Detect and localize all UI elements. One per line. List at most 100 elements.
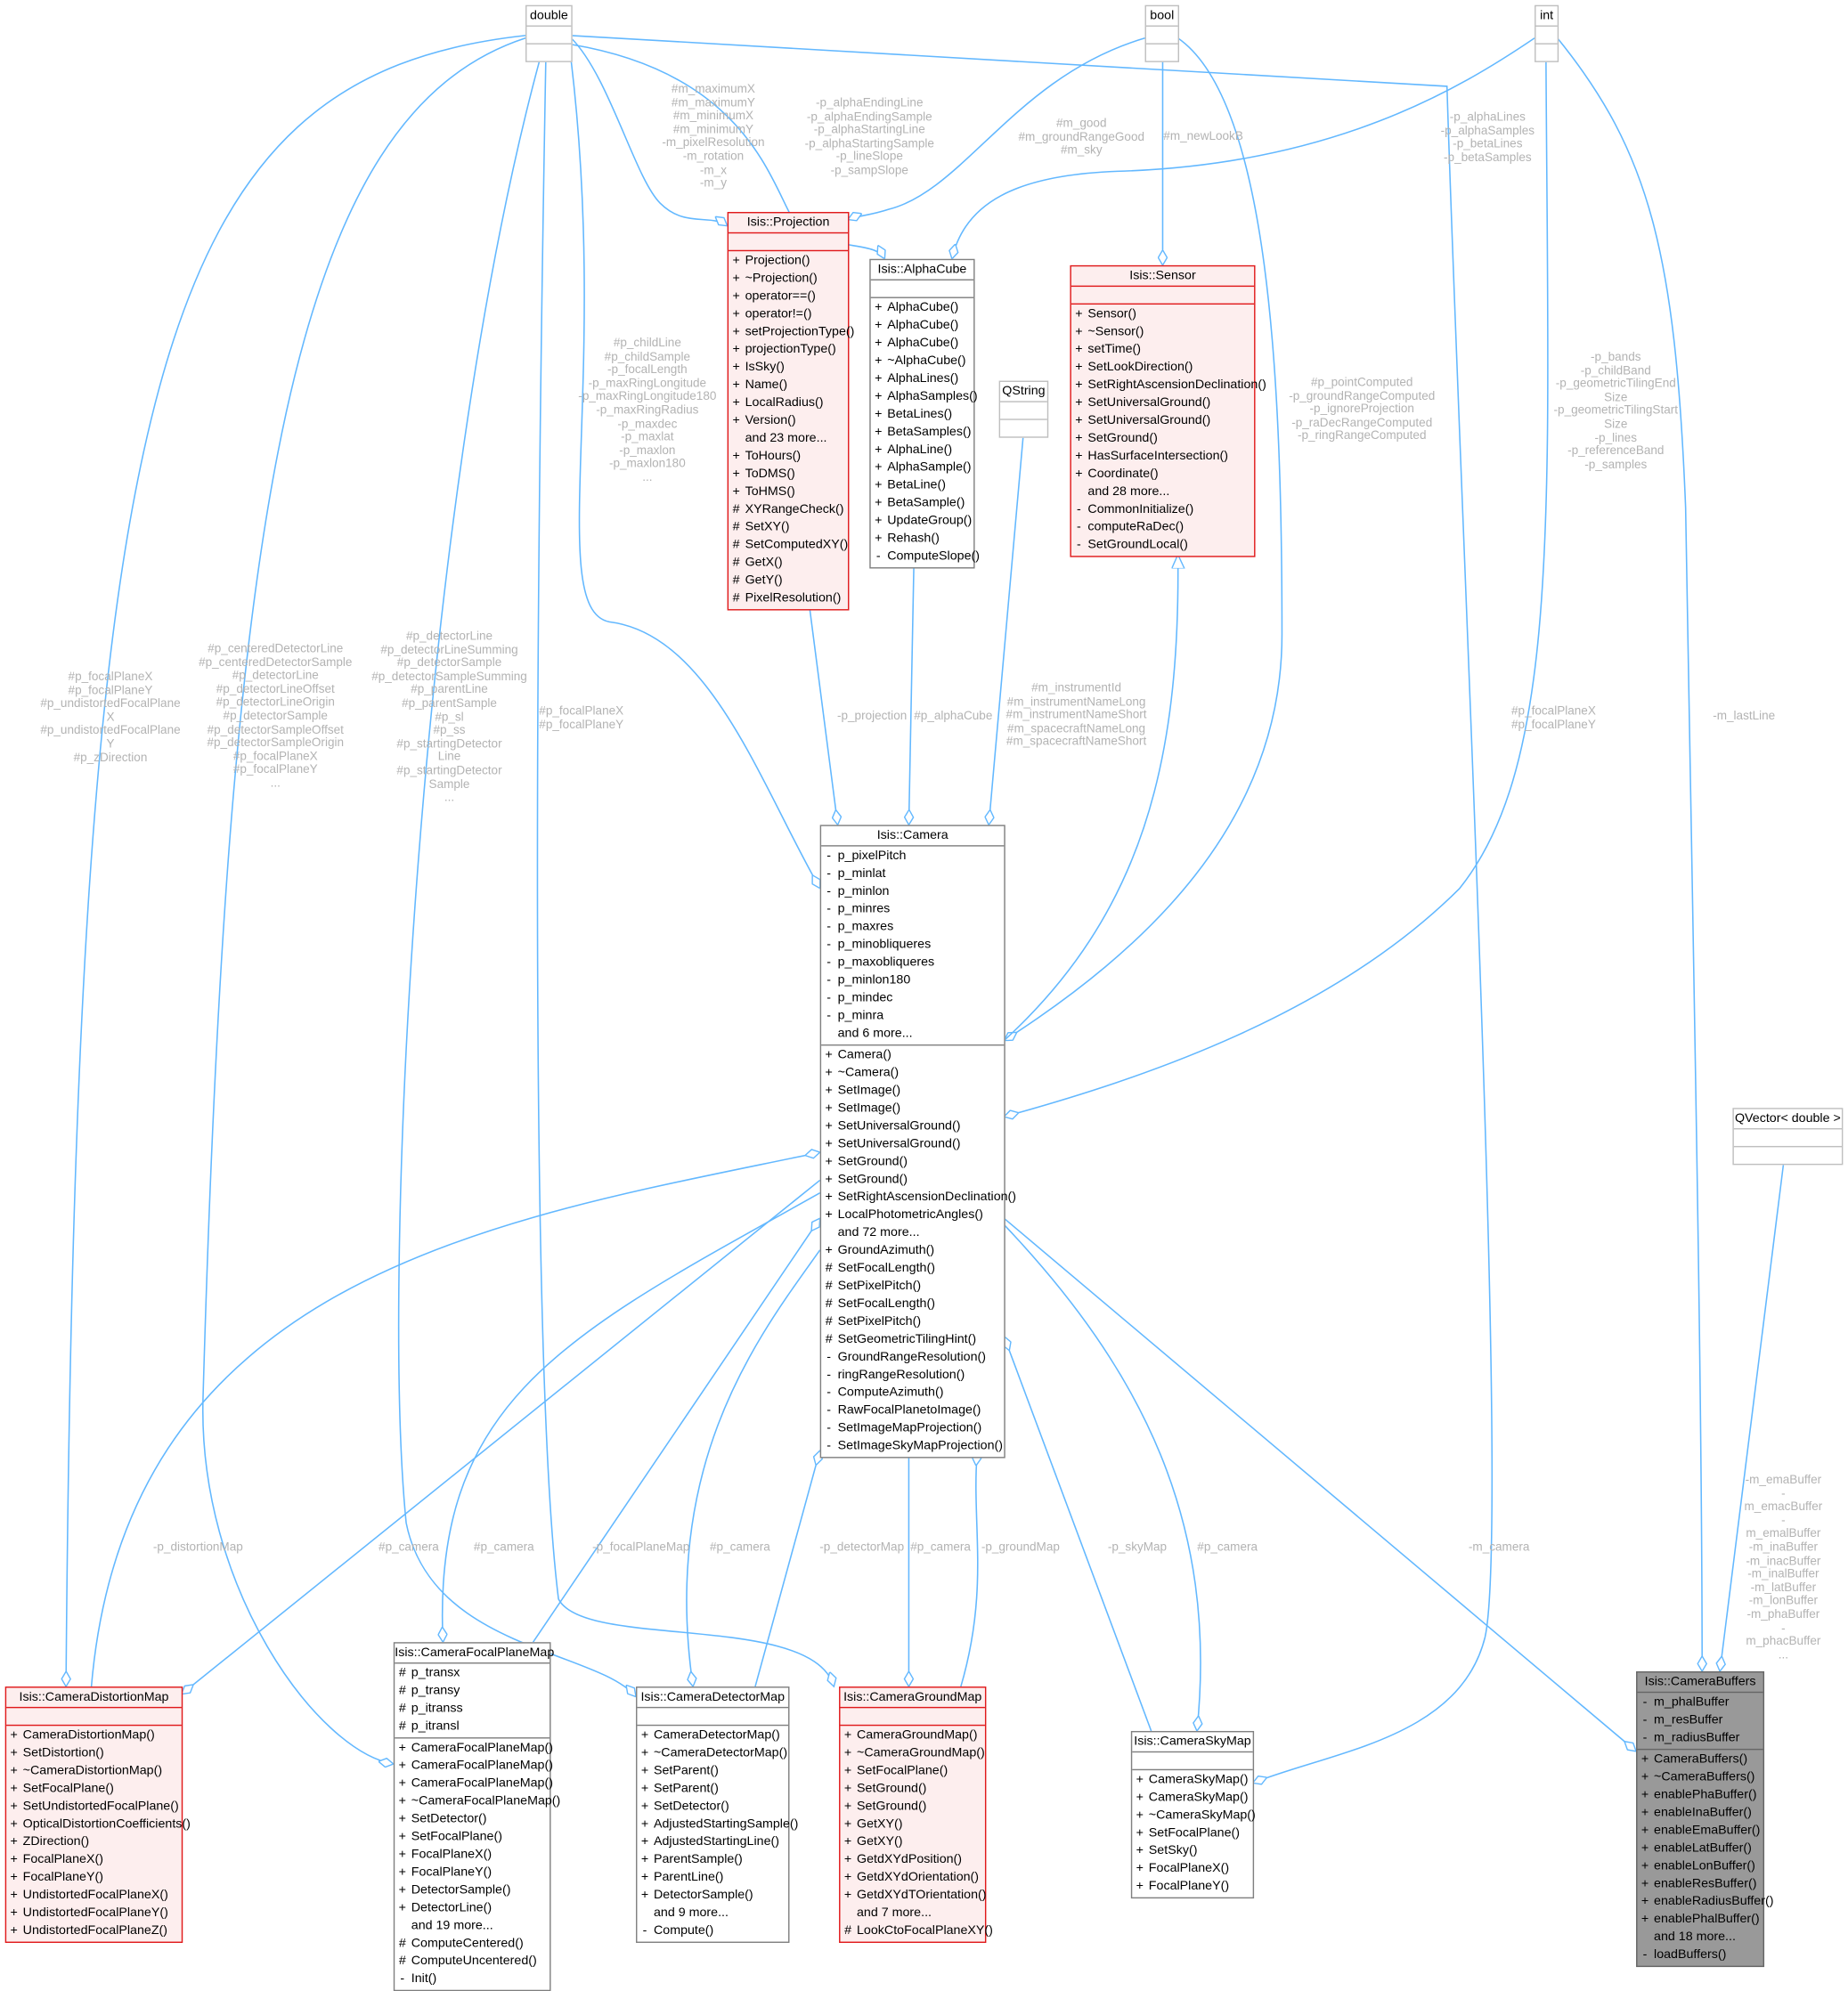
class-method[interactable]: +~Camera()	[821, 1065, 1004, 1083]
class-method[interactable]: +SetGround()	[821, 1154, 1004, 1172]
class-attribute[interactable]: -m_radiusBuffer	[1638, 1730, 1763, 1748]
class-method[interactable]: +SetImage()	[821, 1083, 1004, 1101]
class-method[interactable]: -Init()	[395, 1971, 550, 1988]
class-method[interactable]: -Compute()	[637, 1922, 788, 1940]
class-method[interactable]: -RawFocalPlanetoImage()	[821, 1402, 1004, 1420]
class-method[interactable]: #SetFocalLength()	[821, 1296, 1004, 1313]
class-method[interactable]: +SetDetector()	[395, 1811, 550, 1829]
class-method[interactable]: +Name()	[729, 377, 848, 394]
class-method[interactable]: +enableEmaBuffer()	[1638, 1823, 1763, 1841]
class-method[interactable]: +CameraFocalPlaneMap()	[395, 1758, 553, 1776]
class-method[interactable]: +AlphaLines()	[871, 370, 973, 388]
class-method[interactable]: +SetGround()	[821, 1171, 1004, 1189]
class-method[interactable]: +UpdateGroup()	[871, 513, 973, 531]
class-method[interactable]: +GroundAzimuth()	[821, 1242, 1004, 1260]
class-box-camera-detector-map[interactable]: Isis::CameraDetectorMap+CameraDetectorMa…	[636, 1686, 798, 1943]
class-method[interactable]: +SetRightAscensionDeclination()	[821, 1189, 1016, 1207]
class-method[interactable]: +Sensor()	[1071, 305, 1254, 323]
class-method[interactable]: -CommonInitialize()	[1071, 501, 1254, 519]
class-method[interactable]: +AlphaLine()	[871, 442, 973, 459]
class-attribute[interactable]: -p_minlon180	[821, 972, 1004, 990]
class-method[interactable]: +LocalRadius()	[729, 394, 848, 412]
class-method[interactable]: #ComputeCentered()	[395, 1935, 550, 1953]
class-title[interactable]: Isis::Camera	[821, 826, 1005, 847]
class-method[interactable]: +enableLonBuffer()	[1638, 1857, 1763, 1875]
class-method[interactable]: +FocalPlaneX()	[395, 1847, 550, 1865]
class-method[interactable]: +AlphaCube()	[871, 317, 973, 335]
class-method[interactable]: -loadBuffers()	[1638, 1946, 1763, 1964]
class-method[interactable]: -computeRaDec()	[1071, 519, 1254, 537]
class-method[interactable]: +enablePhalBuffer()	[1638, 1911, 1763, 1929]
class-method[interactable]: and 23 more...	[729, 430, 848, 448]
class-method[interactable]: +~CameraSkyMap()	[1132, 1807, 1256, 1824]
class-method[interactable]: +CameraSkyMap()	[1132, 1790, 1252, 1808]
class-attribute[interactable]: -p_minra	[821, 1008, 1004, 1026]
class-title[interactable]: Isis::CameraFocalPlaneMap	[395, 1644, 554, 1664]
class-method[interactable]: +UndistortedFocalPlaneX()	[6, 1887, 182, 1905]
class-box-camera-sky-map[interactable]: Isis::CameraSkyMap+CameraSkyMap()+Camera…	[1130, 1730, 1256, 1899]
class-attribute[interactable]: -p_minres	[821, 901, 1004, 919]
class-title[interactable]: Isis::Sensor	[1071, 266, 1255, 288]
class-attribute[interactable]: #p_itransl	[395, 1719, 550, 1736]
class-method[interactable]: +~CameraFocalPlaneMap()	[395, 1793, 561, 1811]
class-method[interactable]: +setProjectionType()	[729, 323, 854, 341]
class-method[interactable]: #SetFocalLength()	[821, 1260, 1004, 1278]
class-attribute[interactable]: -m_resBuffer	[1638, 1712, 1763, 1730]
class-method[interactable]: +DetectorLine()	[395, 1900, 550, 1918]
class-attribute[interactable]: -p_pixelPitch	[821, 848, 1004, 865]
class-method[interactable]: #SetXY()	[729, 519, 848, 537]
class-method[interactable]: #SetPixelPitch()	[821, 1313, 1004, 1331]
class-title[interactable]: QString	[1000, 382, 1047, 402]
class-method[interactable]: +GetXY()	[840, 1833, 984, 1851]
class-method[interactable]: +BetaLine()	[871, 477, 973, 495]
class-method[interactable]: and 9 more...	[637, 1905, 788, 1922]
class-method[interactable]: -SetGroundLocal()	[1071, 537, 1254, 555]
class-method[interactable]: +SetRightAscensionDeclination()	[1071, 377, 1266, 394]
class-method[interactable]: +setTime()	[1071, 341, 1254, 359]
class-box-projection[interactable]: Isis::Projection+Projection()+~Projectio…	[727, 212, 854, 611]
class-method[interactable]: +CameraDistortionMap()	[6, 1727, 182, 1745]
class-method[interactable]: +~CameraDistortionMap()	[6, 1763, 182, 1781]
class-method[interactable]: #GetY()	[729, 573, 848, 590]
class-title[interactable]: Isis::CameraBuffers	[1637, 1672, 1763, 1694]
class-method[interactable]: and 72 more...	[821, 1224, 1004, 1242]
class-method[interactable]: +Coordinate()	[1071, 466, 1254, 484]
class-method[interactable]: +SetUniversalGround()	[821, 1118, 1004, 1136]
class-method[interactable]: +Version()	[729, 412, 848, 430]
class-box-double[interactable]: double	[525, 4, 573, 62]
class-method[interactable]: +CameraSkyMap()	[1132, 1772, 1252, 1790]
class-method[interactable]: +SetLookDirection()	[1071, 359, 1254, 377]
class-method[interactable]: +operator==()	[729, 288, 848, 306]
class-method[interactable]: +Camera()	[821, 1047, 1004, 1065]
class-method[interactable]: +SetFocalPlane()	[1132, 1824, 1252, 1842]
class-box-camera[interactable]: Isis::Camera-p_pixelPitch-p_minlat-p_min…	[819, 825, 1016, 1459]
class-method[interactable]: #SetGeometricTilingHint()	[821, 1331, 1004, 1349]
class-title[interactable]: QVector< double >	[1733, 1109, 1842, 1130]
class-method[interactable]: #PixelResolution()	[729, 590, 848, 608]
class-method[interactable]: -SetImageMapProjection()	[821, 1420, 1004, 1438]
class-method[interactable]: +~CameraDetectorMap()	[637, 1745, 788, 1763]
class-method[interactable]: +FocalPlaneY()	[6, 1869, 182, 1887]
class-method[interactable]: -ringRangeResolution()	[821, 1367, 1004, 1385]
class-method[interactable]: +SetParent()	[637, 1763, 788, 1781]
class-attribute[interactable]: -p_mindec	[821, 990, 1004, 1008]
class-method[interactable]: +OpticalDistortionCoefficients()	[6, 1816, 191, 1833]
class-method[interactable]: +CameraFocalPlaneMap()	[395, 1740, 553, 1758]
class-box-alphacube[interactable]: Isis::AlphaCube+AlphaCube()+AlphaCube()+…	[869, 258, 980, 569]
class-method[interactable]: +FocalPlaneX()	[6, 1851, 182, 1869]
class-title[interactable]: Isis::CameraDetectorMap	[637, 1688, 789, 1709]
class-method[interactable]: +CameraFocalPlaneMap()	[395, 1776, 553, 1793]
class-method[interactable]: +AdjustedStartingLine()	[637, 1833, 788, 1851]
class-method[interactable]: +enableInaBuffer()	[1638, 1805, 1763, 1823]
class-method[interactable]: +GetXY()	[840, 1816, 984, 1833]
class-method[interactable]: -SetImageSkyMapProjection()	[821, 1438, 1004, 1456]
class-method[interactable]: +DetectorSample()	[395, 1882, 550, 1900]
class-method[interactable]: +AlphaSamples()	[871, 388, 978, 406]
class-method[interactable]: #GetX()	[729, 555, 848, 573]
class-attribute[interactable]: -m_phalBuffer	[1638, 1694, 1763, 1712]
class-box-camera-distortion-map[interactable]: Isis::CameraDistortionMap+CameraDistorti…	[4, 1686, 191, 1943]
class-box-camera-ground-map[interactable]: Isis::CameraGroundMap+CameraGroundMap()+…	[839, 1686, 993, 1943]
class-method[interactable]: +LocalPhotometricAngles()	[821, 1207, 1004, 1224]
class-attribute[interactable]: #p_transx	[395, 1665, 550, 1683]
class-method[interactable]: +FocalPlaneX()	[1132, 1860, 1252, 1878]
